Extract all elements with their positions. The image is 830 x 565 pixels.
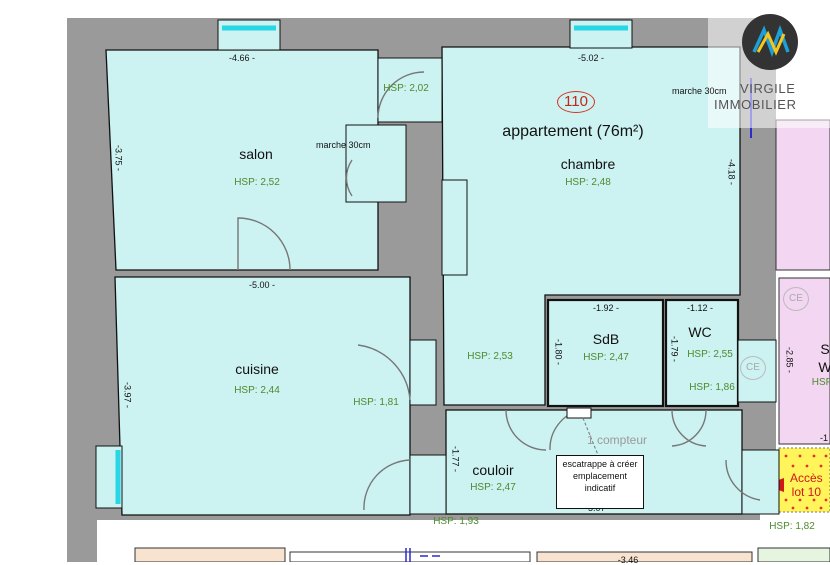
hsp-cuisine: HSP: 2,44: [234, 385, 280, 396]
room-salon: [105, 49, 379, 271]
access-line-1: Accès: [790, 471, 823, 485]
room-sdb: [546, 298, 665, 408]
room-label-salon: salon: [239, 146, 273, 162]
room-right-entry: [741, 449, 780, 515]
note-marche-chambre: marche 30cm: [672, 86, 727, 96]
hsp-couloir-entry: HSP: 1,93: [433, 516, 479, 527]
hsp-sdb: HSP: 2,47: [583, 352, 629, 363]
room-label-couloir: couloir: [472, 462, 514, 478]
right-partial-s: S: [820, 341, 830, 357]
note-marche-salon: marche 30cm: [316, 140, 371, 150]
chambre-stair-block: [441, 179, 468, 276]
hsp-right-bottom: HSP: 1,82: [769, 521, 815, 532]
access-line-2: lot 10: [791, 485, 822, 499]
neighbor-bottom-4: [757, 547, 830, 562]
stair-lines: [405, 548, 440, 562]
compteur-box: [566, 407, 592, 419]
dim-wc-height: -1.79 -: [669, 335, 680, 363]
room-label-wc: WC: [688, 324, 712, 340]
dim-right-room-height: -2.85 -: [784, 346, 795, 374]
dim-bottom-partial: -3.46: [617, 555, 639, 565]
lot-number-badge: 110: [557, 91, 595, 113]
hsp-couloir: HSP: 2,47: [470, 482, 516, 493]
dim-chambre-width: -5.02 -: [577, 53, 605, 63]
room-couloir-entry: [409, 454, 447, 515]
room-cuisine: [114, 276, 411, 516]
escatrappe-line: [582, 417, 599, 456]
hsp-chambre-lower: HSP: 2,53: [467, 351, 513, 362]
escatrappe-line-3: indicatif: [584, 483, 616, 493]
escatrappe-note: escatrappe à créer emplacement indicatif: [556, 455, 644, 509]
dim-right-partial: -1: [819, 433, 829, 443]
neighbor-bottom-1: [134, 547, 286, 562]
room-wc: [664, 298, 740, 408]
note-compteur: 1 compteur: [587, 433, 648, 447]
closet-cuisine: [409, 339, 437, 406]
hsp-closet-cuisine: HSP: 1,81: [353, 397, 399, 408]
window-salon: [217, 19, 281, 51]
room-label-sdb: SdB: [592, 331, 620, 347]
apartment-title: appartement (76m²): [502, 123, 644, 140]
dim-sdb-height: -1.80 -: [553, 338, 564, 366]
dim-cuisine-width: -5.00 -: [248, 280, 276, 290]
hsp-wc: HSP: 2,55: [687, 349, 733, 360]
hsp-salon: HSP: 2,52: [234, 177, 280, 188]
access-dots: [784, 454, 828, 510]
ce-marker-wc: CE: [740, 356, 766, 380]
neighbor-room-pink: [775, 119, 830, 271]
hsp-entry-top: HSP: 2,02: [383, 83, 429, 94]
access-label: Accès lot 10: [790, 471, 823, 499]
dim-sdb-width: -1.92 -: [592, 303, 620, 313]
hsp-wc-closet: HSP: 1,86: [689, 382, 735, 393]
agency-logo: VIRGILE IMMOBILIER: [708, 10, 830, 128]
logo-name: VIRGILE: [740, 81, 796, 96]
closet-salon: [345, 124, 407, 203]
dim-salon-width: -4.66 -: [228, 53, 256, 63]
room-label-cuisine: cuisine: [235, 361, 279, 377]
escatrappe-line-2: emplacement: [572, 471, 628, 481]
escatrappe-line-1: escatrappe à créer: [562, 459, 638, 469]
room-entry-top: [377, 57, 443, 123]
hsp-right-partial: HSP: [811, 377, 830, 388]
logo-mark-icon: [742, 14, 798, 70]
hsp-chambre: HSP: 2,48: [565, 177, 611, 188]
logo-subtitle: IMMOBILIER: [714, 97, 797, 112]
window-chambre: [569, 19, 633, 49]
dim-chambre-height: -4.18 -: [726, 158, 737, 186]
right-partial-w: W: [818, 359, 830, 375]
dim-wc-width: -1.12 -: [686, 303, 714, 313]
room-label-chambre: chambre: [560, 156, 616, 172]
neighbor-bottom-3: [536, 551, 753, 562]
dim-cuisine-height: -3.97 -: [122, 381, 133, 409]
ce-marker-right: CE: [783, 287, 809, 311]
wall-left-strip: [67, 18, 97, 562]
dim-couloir-height: -1.77 -: [450, 445, 461, 473]
access-zone: [778, 447, 830, 513]
dim-salon-height: -3.75 -: [113, 144, 124, 172]
